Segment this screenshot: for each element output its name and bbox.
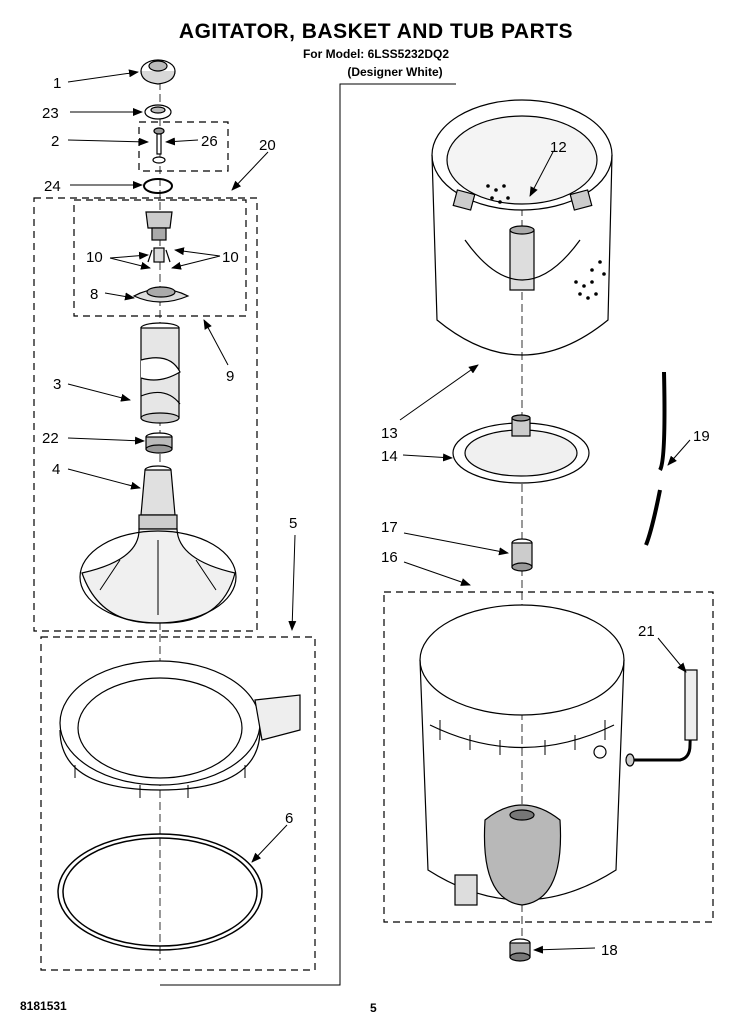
basket-part [431,99,613,356]
outer-tub-part [419,604,625,906]
callout-17: 17 [381,519,398,536]
callout-24: 24 [44,178,61,195]
screw-washer-part [152,127,166,164]
callout-2: 2 [51,133,59,150]
group-box-20 [33,197,258,632]
callout-5: 5 [289,515,297,532]
callout-23: 23 [42,105,59,122]
assembly-connector-line [160,83,456,986]
agitator-base-part [79,465,237,624]
group-box-2-26 [138,121,229,172]
group-box-16 [383,591,714,923]
callout-10-right: 10 [222,249,239,266]
agitator-cap-part [140,59,176,85]
cam-assembly-part [132,211,190,303]
callout-9: 9 [226,368,234,385]
callout-19: 19 [693,428,710,445]
callout-12: 12 [550,139,567,156]
variant-label: (Designer White) [347,65,443,79]
page-number: 5 [370,1001,377,1015]
plug-part [509,938,531,962]
seal-part [144,104,172,120]
callout-26: 26 [201,133,218,150]
callout-8: 8 [90,286,98,303]
tub-ring-part [59,660,301,798]
callout-13: 13 [381,425,398,442]
clutch-part [145,432,173,454]
agitator-auger-part [140,322,181,424]
tube-part [644,371,667,546]
callout-21: 21 [638,623,655,640]
drain-hose-part [625,669,698,767]
callout-16: 16 [381,549,398,566]
callout-20: 20 [259,137,276,154]
page-title: AGITATOR, BASKET AND TUB PARTS [178,20,574,43]
model-line: For Model: 6LSS5232DQ2 [302,47,450,61]
o-ring-part [143,178,173,194]
callout-22: 22 [42,430,59,447]
callout-6: 6 [285,810,293,827]
callout-1: 1 [53,75,61,92]
bushing-part [511,538,533,572]
callout-14: 14 [381,448,398,465]
callout-3: 3 [53,376,61,393]
hub-ring-part [452,414,590,484]
group-box-5 [40,636,316,971]
doc-number: 8181531 [20,999,67,1013]
snap-ring-part [57,833,263,951]
callout-10-left: 10 [86,249,103,266]
callout-18: 18 [601,942,618,959]
callout-4: 4 [52,461,60,478]
